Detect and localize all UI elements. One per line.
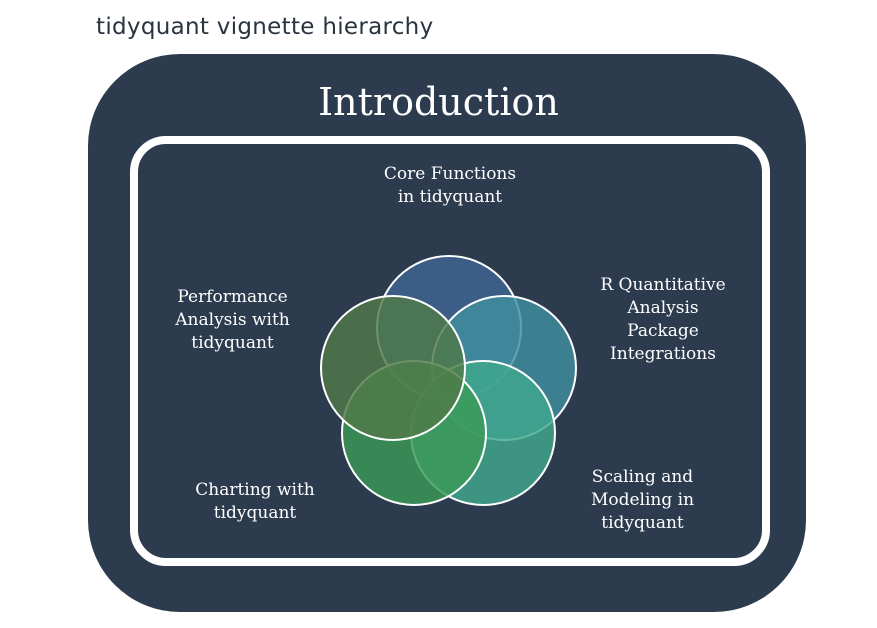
topic-label-r-quant-integrations: R Quantitative Analysis Package Integrat… (600, 275, 726, 364)
topic-label-core-functions: Core Functions in tidyquant (383, 164, 517, 207)
page-title: tidyquant vignette hierarchy (96, 14, 434, 40)
venn-circle-performance-analysis (320, 295, 466, 441)
topic-label-charting: Charting with tidyquant (195, 480, 315, 523)
inner-topics-frame (130, 136, 770, 566)
introduction-title: Introduction (318, 80, 559, 124)
topic-label-performance-analysis: Performance Analysis with tidyquant (175, 287, 290, 353)
topic-label-scaling-modeling: Scaling and Modeling in tidyquant (590, 467, 695, 533)
